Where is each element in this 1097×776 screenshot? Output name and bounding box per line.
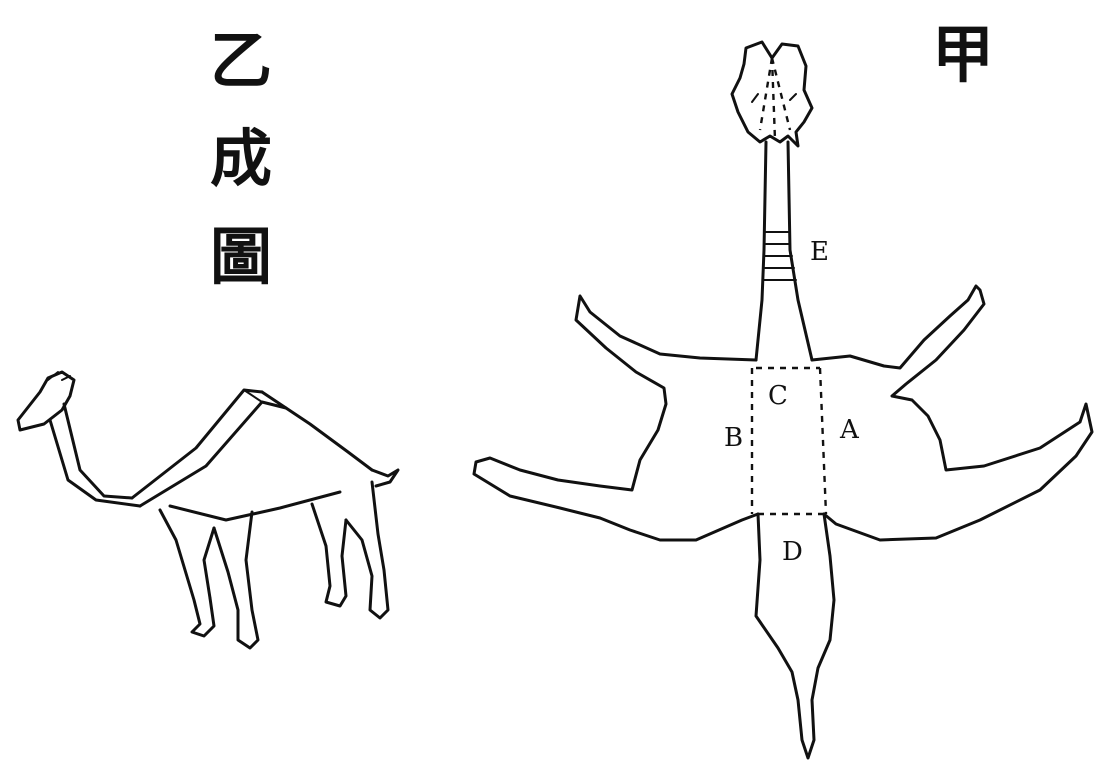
left-title-char-2: 成 (210, 122, 272, 195)
label-e: E (810, 237, 829, 267)
label-b: B (724, 423, 743, 453)
left-title-char-1: 乙 (210, 24, 272, 97)
assembled-camel-figure (18, 372, 398, 648)
left-title: 乙 成 圖 (210, 24, 272, 293)
label-c: C (768, 381, 788, 411)
label-a: A (839, 415, 860, 445)
right-title: 甲 (932, 18, 994, 91)
label-d: D (782, 537, 803, 567)
left-title-char-3: 圖 (210, 220, 272, 293)
